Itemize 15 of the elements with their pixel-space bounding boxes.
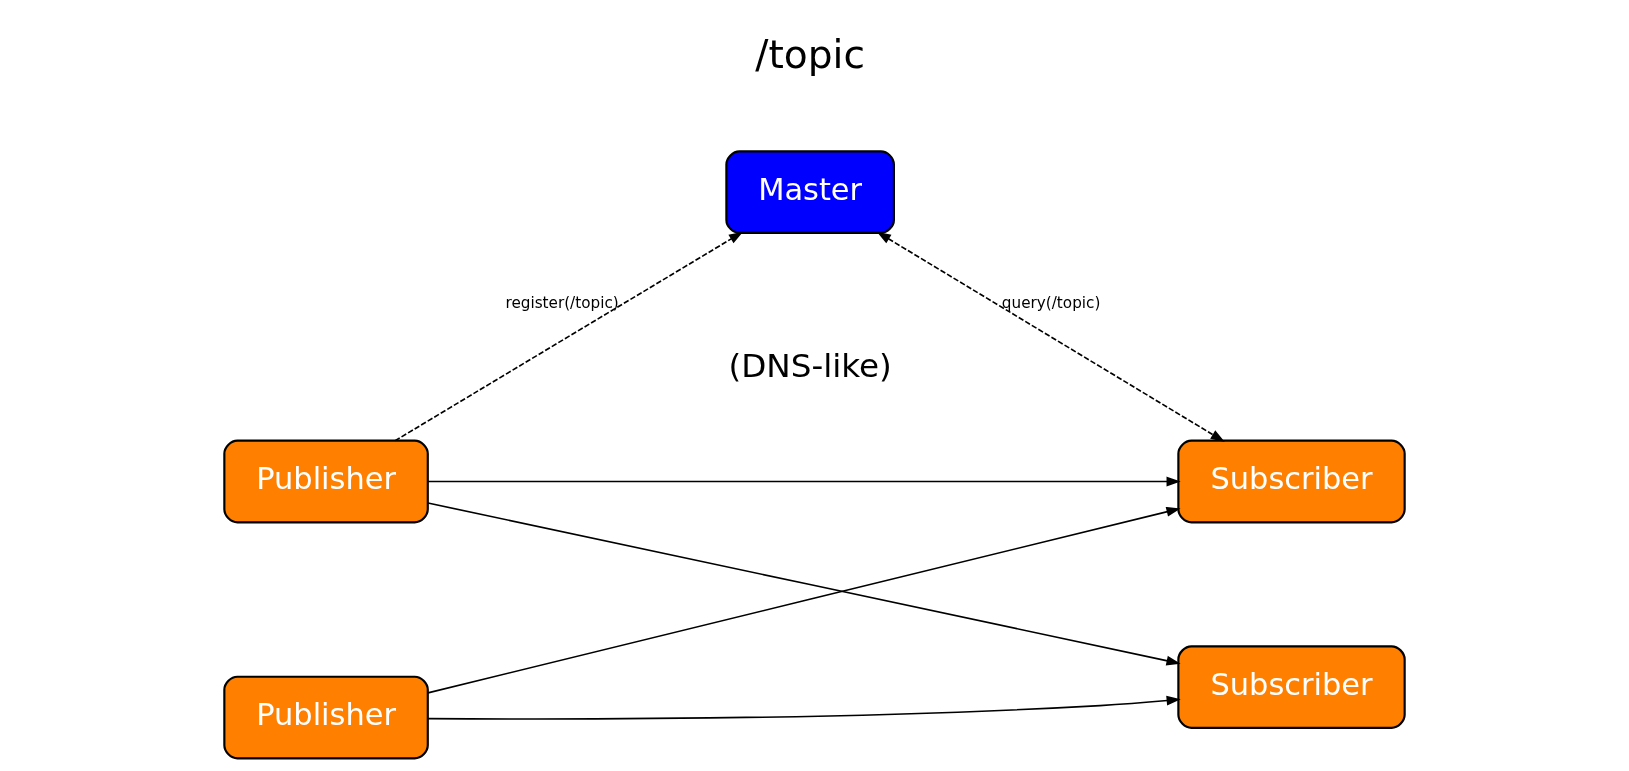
node-box: Subscriber — [1177, 645, 1406, 729]
arrow — [427, 502, 1181, 666]
arrow — [427, 506, 1181, 694]
arrow — [876, 231, 1225, 442]
arrow — [427, 695, 1181, 720]
arrow — [394, 231, 744, 442]
edge-label: query(/topic) — [1001, 293, 1101, 312]
edge-label: register(/topic) — [505, 293, 619, 312]
node-box: Publisher — [223, 675, 429, 760]
node-box: Master — [725, 150, 895, 234]
arrow — [427, 476, 1181, 487]
label: /topic — [755, 31, 866, 77]
node-box: Subscriber — [1177, 439, 1406, 524]
node-label: (DNS-like) — [728, 346, 892, 385]
node-box: Publisher — [223, 439, 429, 524]
